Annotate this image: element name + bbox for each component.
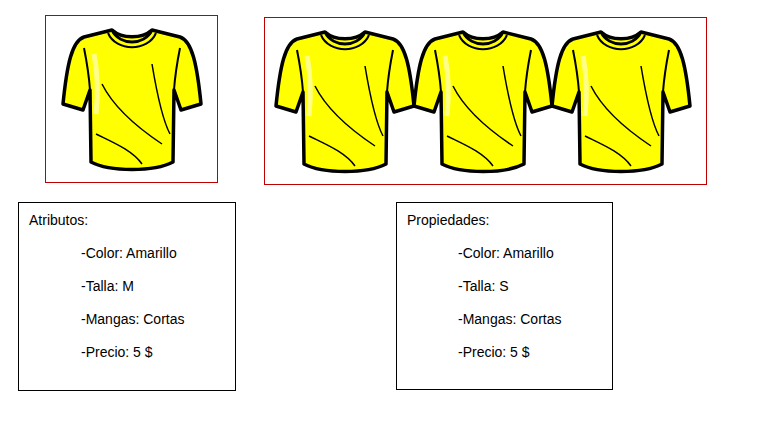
tshirt <box>552 32 690 172</box>
box-heading: Atributos: <box>29 211 227 229</box>
tshirt <box>414 32 552 172</box>
box-heading: Propiedades: <box>407 211 604 229</box>
attribute-line: -Talla: M <box>81 277 227 295</box>
attribute-line: -Color: Amarillo <box>81 244 227 262</box>
attribute-line: -Precio: 5 $ <box>458 343 604 361</box>
tshirt <box>63 30 201 170</box>
attribute-line: -Color: Amarillo <box>458 244 604 262</box>
frame <box>265 18 707 185</box>
attribute-line: -Precio: 5 $ <box>81 343 227 361</box>
attribute-line: -Mangas: Cortas <box>458 310 604 328</box>
frame <box>46 16 218 183</box>
attribute-line: -Mangas: Cortas <box>81 310 227 328</box>
text-box: Atributos: -Color: Amarillo -Talla: M -Mang… <box>18 202 236 391</box>
tshirt <box>276 32 414 172</box>
attribute-line: -Talla: S <box>458 277 604 295</box>
text-box: Propiedades: -Color: Amarillo -Talla: S -Ma… <box>396 202 613 390</box>
